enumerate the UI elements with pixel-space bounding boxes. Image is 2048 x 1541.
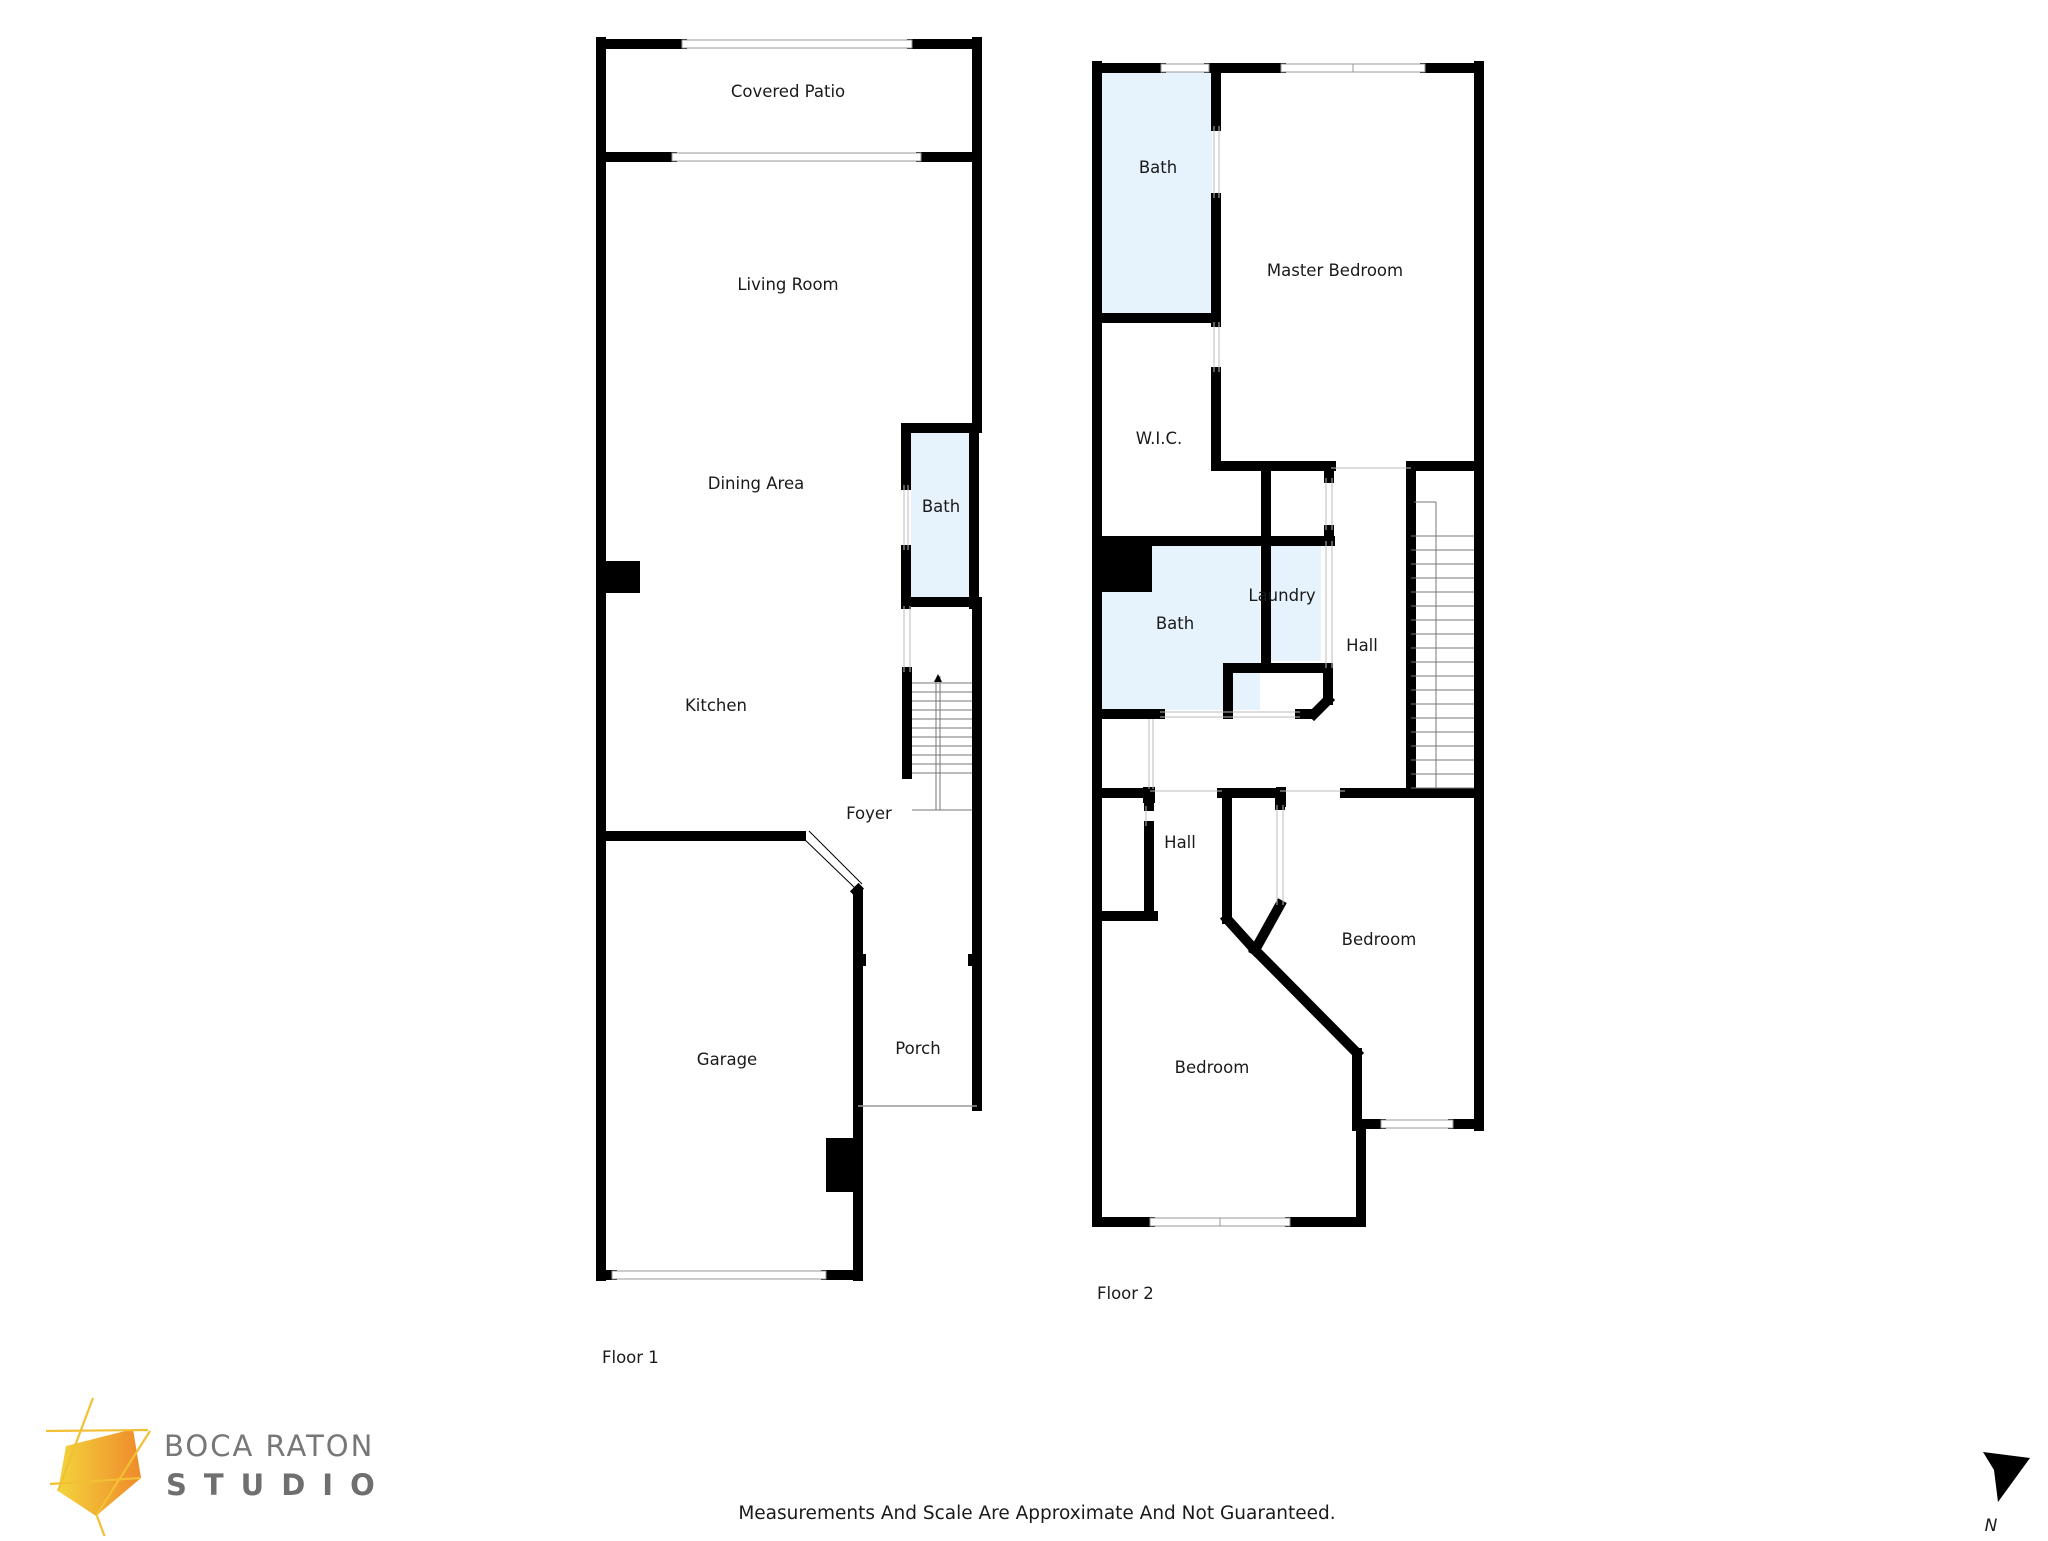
room-label-covered-patio: Covered Patio bbox=[731, 82, 845, 101]
room-label-porch: Porch bbox=[895, 1039, 940, 1058]
floor2-stairs bbox=[1411, 501, 1474, 789]
room-label-master-bedroom: Master Bedroom bbox=[1267, 261, 1403, 280]
room-label-hall-lower: Hall bbox=[1164, 833, 1196, 852]
floor1-stairs bbox=[912, 676, 972, 811]
room-label-wic: W.I.C. bbox=[1136, 429, 1183, 448]
garage-water-heater bbox=[826, 1138, 856, 1192]
room-label-bedroom-right: Bedroom bbox=[1342, 930, 1417, 949]
room-label-floor1-bath: Bath bbox=[922, 497, 960, 516]
floor-2-plan: Bath Master Bedroom W.I.C. Bath Laundry … bbox=[1092, 61, 1484, 1303]
disclaimer-text: Measurements And Scale Are Approximate A… bbox=[738, 1503, 1335, 1524]
stair-direction-arrow-icon bbox=[934, 674, 942, 682]
brand-name-line2: STUDIO bbox=[166, 1468, 392, 1502]
floor-1-plan: Covered Patio Living Room Dining Area Ba… bbox=[596, 37, 982, 1367]
laundry-fill bbox=[1269, 541, 1321, 661]
north-arrow-icon bbox=[1983, 1452, 2030, 1502]
stair-direction-arrow-icon-2 bbox=[1406, 498, 1414, 506]
brand-name-line1: BOCA RATON bbox=[164, 1429, 374, 1463]
aperture-hexagon-logo-icon bbox=[45, 1397, 151, 1541]
floor2-column bbox=[1100, 538, 1152, 592]
north-label: N bbox=[1985, 1516, 1998, 1536]
room-label-dining-area: Dining Area bbox=[708, 474, 804, 493]
room-label-garage: Garage bbox=[697, 1050, 757, 1069]
room-label-hall-upper: Hall bbox=[1346, 636, 1378, 655]
room-label-living-room: Living Room bbox=[737, 275, 838, 294]
room-label-kitchen: Kitchen bbox=[685, 696, 747, 715]
room-label-foyer: Foyer bbox=[846, 804, 892, 823]
room-label-bedroom-left: Bedroom bbox=[1175, 1058, 1250, 1077]
room-label-laundry: Laundry bbox=[1248, 586, 1315, 605]
floor1-bath-fill bbox=[911, 430, 969, 600]
room-label-master-bath: Bath bbox=[1139, 158, 1177, 177]
floor-2-label: Floor 2 bbox=[1097, 1284, 1154, 1303]
floor-1-label: Floor 1 bbox=[602, 1348, 659, 1367]
master-bath-fill bbox=[1100, 72, 1212, 316]
room-label-hall-bath: Bath bbox=[1156, 614, 1194, 633]
floor1-column bbox=[604, 561, 640, 593]
